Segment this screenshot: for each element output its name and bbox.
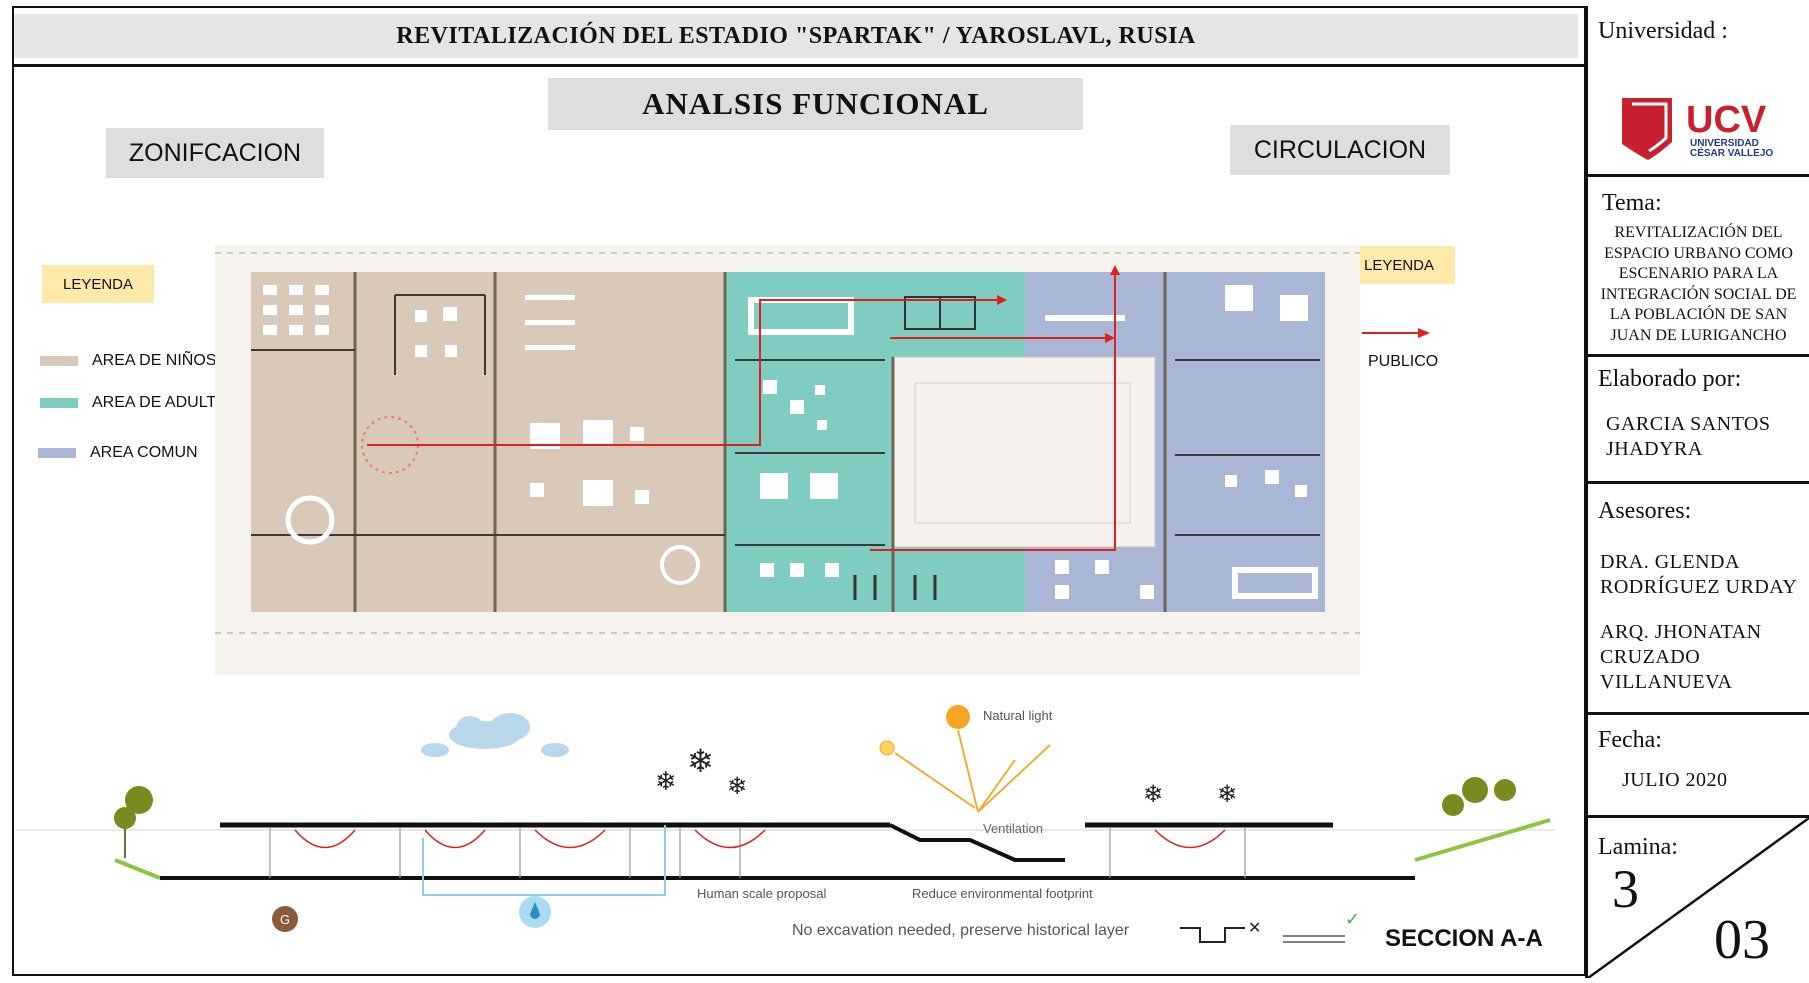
g-marker-text: G xyxy=(280,912,290,927)
legend-right-tag: LEYENDA xyxy=(1343,246,1455,284)
date-label: Fecha: xyxy=(1598,727,1662,753)
functional-plan xyxy=(215,245,1360,675)
author-line: JHADYRA xyxy=(1606,438,1703,460)
date-value: JULIO 2020 xyxy=(1622,769,1728,791)
check-icon: ✓ xyxy=(1345,909,1360,930)
natural-light-label: Natural light xyxy=(983,708,1053,723)
author-label: Elaborado por: xyxy=(1598,366,1742,392)
tree-right-3 xyxy=(1442,794,1464,816)
ucv-abbr: UCV xyxy=(1686,99,1767,141)
cross-icon: ✕ xyxy=(1248,918,1261,937)
sidebar-divider xyxy=(1585,6,1588,978)
sidebar-divider-5 xyxy=(1588,815,1809,818)
legend-children-label: AREA DE NIÑOS xyxy=(92,352,217,369)
sidebar-divider-2 xyxy=(1588,354,1809,357)
ucv-logo: UCV UNIVERSIDAD CÉSAR VALLEJO xyxy=(1618,92,1788,164)
sun-small-icon xyxy=(879,740,895,756)
common-area-3 xyxy=(1025,545,1325,612)
title-divider xyxy=(12,64,1588,67)
sheet-number: 3 xyxy=(1612,859,1639,919)
legend-left-tag: LEYENDA xyxy=(42,265,154,303)
tema-line: ESPACIO URBANO COMO xyxy=(1604,244,1793,262)
advisor-1-line: RODRÍGUEZ URDAY xyxy=(1600,576,1798,598)
tema-line: ESCENARIO PARA LA xyxy=(1618,265,1779,282)
snowflake-icon: ❄ xyxy=(655,767,677,797)
legend-children: AREA DE NIÑOS xyxy=(40,352,216,370)
advisor-1: DRA. GLENDA RODRÍGUEZ URDAY xyxy=(1600,550,1809,600)
advisor-2-line: VILLANUEVA xyxy=(1600,671,1733,693)
tema-line: INTEGRACIÓN SOCIAL DE xyxy=(1600,285,1797,303)
legend-common-label: AREA COMUN xyxy=(90,444,198,461)
sidebar-divider-1 xyxy=(1588,174,1809,177)
section-title: SECCION A-A xyxy=(1385,925,1543,950)
sidebar-divider-4 xyxy=(1588,712,1809,715)
author-name: GARCIA SANTOS JHADYRA xyxy=(1606,412,1806,462)
tema-line: LA POBLACIÓN DE SAN xyxy=(1609,306,1788,323)
tree-right-2 xyxy=(1494,779,1516,801)
legend-common: AREA COMUN xyxy=(38,444,198,462)
sun-icon xyxy=(946,705,970,729)
sheet-title: REVITALIZACIÓN DEL ESTADIO "SPARTAK" / Y… xyxy=(14,14,1578,58)
analysis-heading: ANALSIS FUNCIONAL xyxy=(548,78,1083,130)
ucv-line2: CÉSAR VALLEJO xyxy=(1690,146,1773,159)
legend-adults: AREA DE ADULTOS xyxy=(40,394,239,412)
tema-text: REVITALIZACIÓN DEL ESPACIO URBANO COMO E… xyxy=(1588,223,1809,346)
snowflake-icon: ❄ xyxy=(1143,780,1163,808)
legend-common-swatch xyxy=(38,448,76,458)
legend-adults-swatch xyxy=(40,398,78,408)
snowflake-icon: ❄ xyxy=(687,742,714,780)
circulation-heading-text: CIRCULACION xyxy=(1253,135,1427,164)
legend-public-label: PUBLICO xyxy=(1368,353,1439,370)
g-marker-icon xyxy=(272,906,298,932)
advisor-1-line: DRA. GLENDA xyxy=(1600,551,1740,573)
circulation-heading: CIRCULACION xyxy=(1230,125,1450,175)
sheet-label: Lamina: xyxy=(1598,834,1678,860)
advisors-label: Asesores: xyxy=(1598,498,1692,524)
tema-line: JUAN DE LURIGANCHO xyxy=(1610,326,1787,344)
tree-right-1 xyxy=(1462,777,1488,803)
advisor-2-line: CRUZADO xyxy=(1600,646,1701,668)
ventilation-label: Ventilation xyxy=(983,821,1043,836)
footprint-label: Reduce environmental footprint xyxy=(912,886,1093,901)
snowflake-icon: ❄ xyxy=(1217,780,1237,808)
legend-children-swatch xyxy=(40,356,78,366)
zoning-heading-text: ZONIFCACION xyxy=(128,138,302,167)
legend-adults-label: AREA DE ADULTOS xyxy=(92,394,240,411)
section-drawing: G ❄ ❄ ❄ ❄ ❄ Natural light Ventilation Hu… xyxy=(15,705,1555,950)
tema-line: REVITALIZACIÓN DEL xyxy=(1614,224,1783,241)
tree-left-2 xyxy=(114,807,136,829)
legend-public-arrow-icon xyxy=(1362,326,1430,345)
sidebar-divider-3 xyxy=(1588,481,1809,484)
analysis-heading-text: ANALSIS FUNCIONAL xyxy=(642,86,989,121)
advisor-2-line: ARQ. JHONATAN xyxy=(1600,621,1762,643)
snowflake-icon: ❄ xyxy=(727,772,747,800)
university-label: Universidad : xyxy=(1598,18,1728,44)
courtyard xyxy=(892,356,1156,548)
author-line: GARCIA SANTOS xyxy=(1606,413,1771,435)
advisor-2: ARQ. JHONATAN CRUZADO VILLANUEVA xyxy=(1600,620,1805,695)
children-area xyxy=(251,272,761,612)
zoning-heading: ZONIFCACION xyxy=(106,128,324,178)
sheet-code: 03 xyxy=(1714,909,1770,971)
no-excavation-label: No excavation needed, preserve historica… xyxy=(792,922,1130,939)
tree-left-1 xyxy=(125,786,153,814)
tema-label: Tema: xyxy=(1602,190,1662,216)
sheet-diagonal xyxy=(1587,816,1809,983)
human-scale-label: Human scale proposal xyxy=(697,886,826,901)
ucv-line1: UNIVERSIDAD xyxy=(1690,138,1759,149)
ucv-shield-icon: UCV UNIVERSIDAD CÉSAR VALLEJO xyxy=(1622,98,1773,160)
